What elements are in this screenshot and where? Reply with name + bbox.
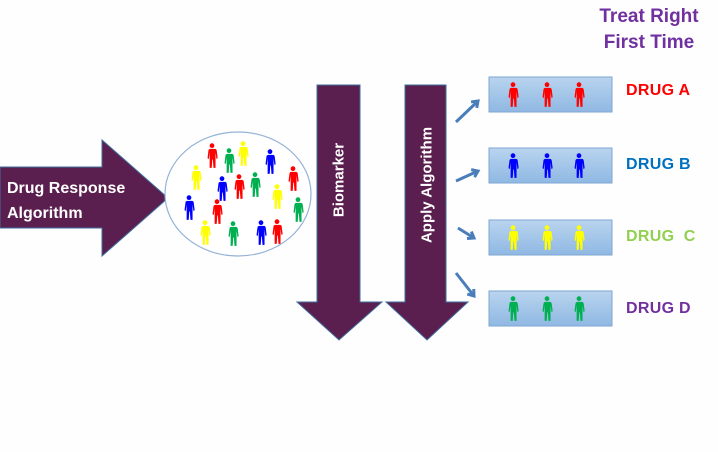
pointer-arrow-icon (454, 99, 480, 124)
pointer-arrowhead-icon (470, 168, 481, 178)
drug-response-algorithm-arrow (0, 138, 169, 258)
drug-label-d: DRUG D (626, 300, 691, 317)
title-line2: First Time (603, 32, 695, 53)
apply-algorithm-arrow (384, 84, 470, 341)
drug-label-a: DRUG A (626, 82, 691, 99)
drug-response-line2: Algorithm (7, 205, 83, 222)
apply-algorithm-label: Apply Algorithm (418, 126, 436, 244)
pointer-arrowhead-icon (470, 99, 480, 109)
title-line1: Treat Right (599, 6, 699, 27)
pointer-arrow-icon (454, 272, 476, 297)
drug-label-b: DRUG B (626, 156, 691, 173)
drug-group-box (488, 76, 613, 113)
drug-response-algorithm-label: Drug Response Algorithm (7, 176, 125, 226)
pointer-arrows (454, 99, 481, 299)
drug-groups (488, 76, 613, 327)
pointer-arrowhead-icon (466, 230, 477, 240)
drug-label-c: DRUG C (626, 228, 696, 245)
drug-group-box (488, 219, 613, 256)
pointer-arrow-icon (455, 169, 479, 183)
pointer-arrowhead-icon (466, 288, 476, 299)
drug-group-box (488, 147, 613, 184)
pointer-arrow-icon (457, 226, 475, 240)
page-title: Treat Right First Time (580, 4, 718, 56)
drug-group-box (488, 290, 613, 327)
biomarker-label: Biomarker (330, 142, 348, 218)
drug-response-line1: Drug Response (7, 180, 126, 197)
biomarker-arrow (295, 84, 384, 341)
